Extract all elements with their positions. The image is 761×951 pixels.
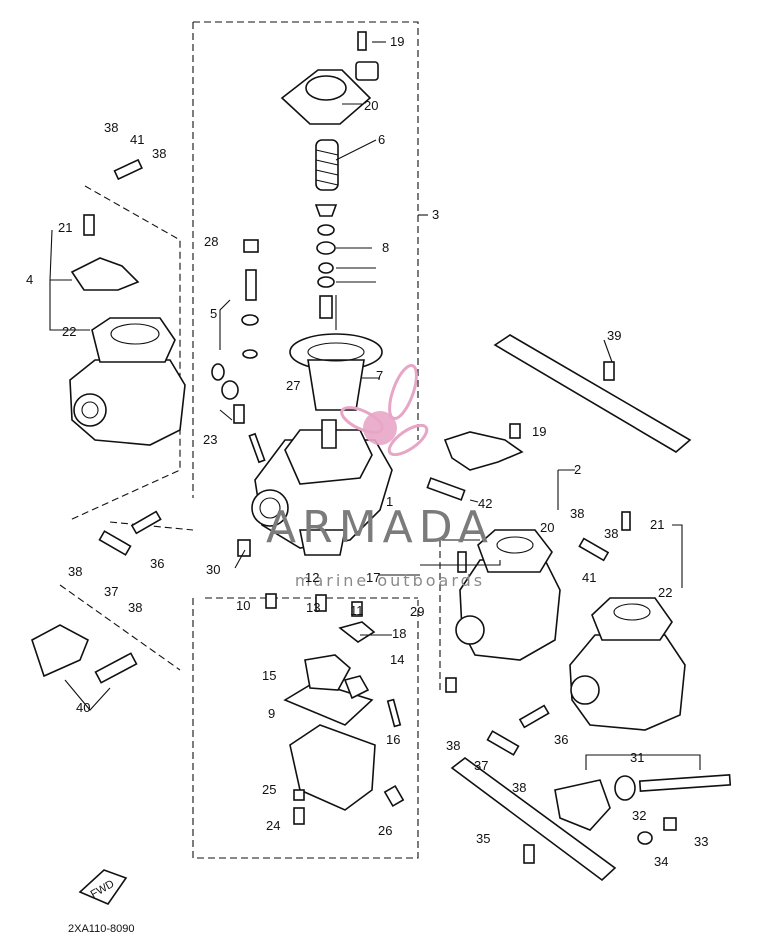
callout-38: 38	[512, 780, 526, 795]
callout-27: 27	[286, 378, 300, 393]
leader-lines	[49, 41, 701, 770]
callout-25: 25	[262, 782, 276, 797]
left-carburetor	[69, 257, 186, 446]
callout-18: 18	[392, 626, 406, 641]
linkage-bracket	[443, 431, 524, 471]
armada-watermark: ARMADA marine outboards	[266, 363, 494, 590]
callout-9: 9	[268, 706, 275, 721]
callout-34: 34	[654, 854, 668, 869]
callout-7: 7	[376, 368, 383, 383]
piston-spring	[315, 139, 339, 191]
callout-5: 5	[210, 306, 217, 321]
callout-11: 11	[350, 603, 364, 618]
watermark-propeller-blade	[388, 363, 418, 421]
callout-30: 30	[206, 562, 220, 577]
watermark-tagline: marine outboards	[295, 571, 485, 590]
callout-42: 42	[478, 496, 492, 511]
callout-15: 15	[262, 668, 276, 683]
watermark-brand: ARMADA	[266, 502, 494, 553]
callout-38: 38	[128, 600, 142, 615]
callout-6: 6	[378, 132, 385, 147]
callout-24: 24	[266, 818, 280, 833]
diagram-code: 2XA110-8090	[68, 923, 134, 935]
callout-37: 37	[104, 584, 118, 599]
float-bowl-assembly	[283, 654, 376, 811]
callout-38: 38	[570, 506, 584, 521]
callout-2: 2	[574, 462, 581, 477]
callout-22: 22	[658, 585, 672, 600]
watermark-hub	[363, 411, 397, 445]
callout-23: 23	[203, 432, 217, 447]
callout-14: 14	[390, 652, 404, 667]
callout-1: 1	[386, 494, 393, 509]
callout-41: 41	[582, 570, 596, 585]
callout-21: 21	[58, 220, 72, 235]
mounting-rail-lower	[450, 756, 617, 882]
callout-26: 26	[378, 823, 392, 838]
mounting-rail-upper	[493, 334, 692, 453]
callout-37: 37	[474, 758, 488, 773]
callout-40: 40	[76, 700, 90, 715]
callout-3: 3	[432, 207, 439, 222]
top-cover	[280, 31, 379, 125]
callout-12: 12	[305, 570, 319, 585]
front-direction-marker: FWD	[78, 869, 128, 905]
callout-28: 28	[204, 234, 218, 249]
callout-41: 41	[130, 132, 144, 147]
callout-38: 38	[446, 738, 460, 753]
callout-20: 20	[364, 98, 378, 113]
right-carburetor-b	[569, 597, 686, 731]
right-carburetor-a	[455, 529, 561, 661]
callout-20: 20	[540, 520, 554, 535]
callout-13: 13	[306, 600, 320, 615]
assembly-boundaries	[59, 21, 441, 859]
callout-32: 32	[632, 808, 646, 823]
diaphragm-assembly	[289, 295, 383, 411]
callout-19: 19	[532, 424, 546, 439]
callout-22: 22	[62, 324, 76, 339]
callout-38: 38	[68, 564, 82, 579]
callout-35: 35	[476, 831, 490, 846]
callout-38: 38	[152, 146, 166, 161]
callout-16: 16	[386, 732, 400, 747]
callout-39: 39	[607, 328, 621, 343]
callout-29: 29	[410, 604, 424, 619]
small-parts	[31, 158, 732, 864]
callout-8: 8	[382, 240, 389, 255]
callout-10: 10	[236, 598, 250, 613]
callout-21: 21	[650, 517, 664, 532]
callout-38: 38	[104, 120, 118, 135]
callout-17: 17	[366, 570, 380, 585]
main-carburetor-body	[251, 419, 393, 556]
callout-19: 19	[390, 34, 404, 49]
callout-4: 4	[26, 272, 33, 287]
callout-33: 33	[694, 834, 708, 849]
callout-36: 36	[150, 556, 164, 571]
callout-31: 31	[630, 750, 644, 765]
jet-needle-stack	[314, 204, 338, 319]
callout-38: 38	[604, 526, 618, 541]
callout-36: 36	[554, 732, 568, 747]
